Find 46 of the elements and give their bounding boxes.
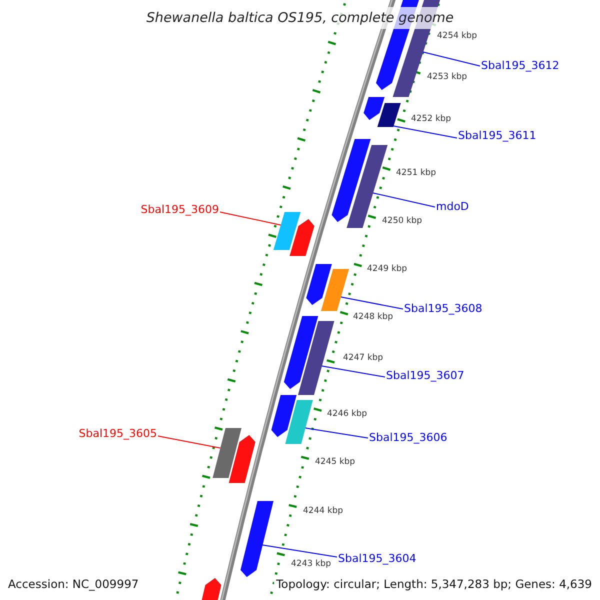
gene-bar [284, 316, 318, 389]
leader-line [321, 366, 386, 378]
scale-label: 4253 kbp [427, 72, 468, 82]
gene-bar [321, 269, 349, 311]
gene-label: Sbal195_3605 [78, 428, 157, 440]
info-text: Accession: NC_009997 [6, 577, 141, 592]
gene-label: Sbal195_3612 [481, 60, 560, 72]
gene-label: mdoD [436, 201, 469, 213]
gene-bar [290, 219, 314, 256]
gene-label: Sbal195_3604 [338, 553, 416, 565]
scale-label: 4243 kbp [291, 559, 332, 569]
leader-line [393, 126, 458, 138]
leader-line [372, 192, 436, 208]
scale-label: 4251 kbp [396, 168, 436, 178]
info-text: Topology: circular; Length: 5,347,283 bp; Genes: 4,639 [274, 577, 594, 592]
scale-label: 4247 kbp [343, 353, 384, 363]
gene-bar [364, 97, 385, 120]
leader-line [340, 296, 404, 310]
leader-line [304, 428, 368, 438]
scale-label: 4250 kbp [382, 216, 422, 226]
gene-bar [273, 212, 301, 250]
leader-line [220, 212, 282, 226]
gene-bar [212, 428, 242, 478]
gene-label: Sbal195_3606 [369, 432, 448, 444]
gene-label: Sbal195_3609 [140, 204, 219, 216]
leader-line [422, 52, 480, 66]
leader-line [158, 436, 221, 448]
gene-label: Sbal195_3607 [386, 370, 464, 382]
gene-label: Sbal195_3611 [458, 130, 536, 142]
scale-label: 4252 kbp [411, 114, 452, 124]
gene-bar [285, 400, 313, 444]
scale-label: 4246 kbp [327, 409, 368, 419]
gene-bar [240, 501, 274, 577]
gene-bar [377, 103, 401, 127]
scale-label: 4249 kbp [367, 264, 408, 274]
scale-label: 4254 kbp [437, 31, 478, 41]
scale-label: 4245 kbp [315, 457, 356, 467]
gene-bar [332, 139, 371, 222]
scale-label: 4248 kbp [353, 312, 394, 322]
gene-bar [228, 435, 256, 483]
gene-bar [298, 321, 334, 395]
scale-label: 4244 kbp [303, 506, 344, 516]
leader-line [262, 544, 338, 558]
gene-bar [271, 395, 297, 437]
gene-label: Sbal195_3608 [404, 303, 482, 315]
gene-bar [306, 264, 332, 305]
